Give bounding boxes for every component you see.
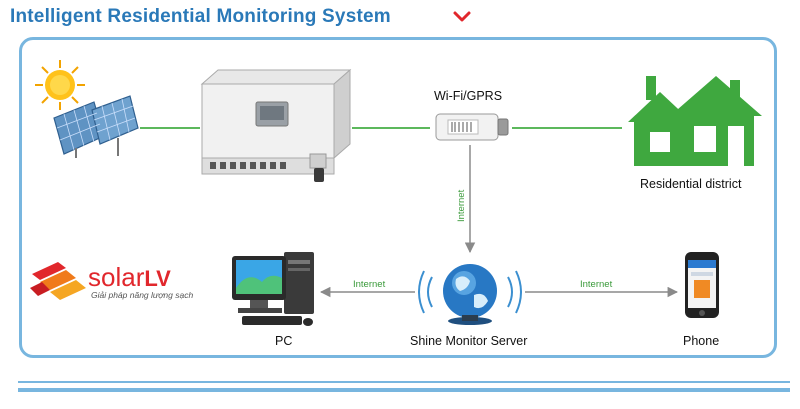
solarlv-logo-icon <box>30 262 86 300</box>
wifi-module-icon <box>435 113 509 141</box>
diagram-frame <box>19 37 777 358</box>
server-label: Shine Monitor Server <box>410 334 528 348</box>
inverter-icon <box>200 68 352 182</box>
phone-icon <box>685 252 719 318</box>
pc-icon <box>232 252 314 326</box>
solar-panel-icon <box>35 60 139 158</box>
house-icon <box>628 76 762 166</box>
phone-label: Phone <box>683 334 720 348</box>
solarlv-logo[interactable]: solarLV <box>88 262 171 293</box>
chevron-down-icon[interactable] <box>452 8 472 24</box>
residential-label: Residential district <box>640 177 742 191</box>
internet-left-label: Internet <box>353 279 386 290</box>
logo-solar-text: solar <box>88 262 145 292</box>
divider-line <box>18 388 790 392</box>
logo-tagline: Giải pháp năng lượng sạch <box>91 290 194 300</box>
page-title: Intelligent Residential Monitoring Syste… <box>10 6 391 27</box>
internet-vertical-label: Internet <box>456 189 467 222</box>
globe-server-icon <box>418 264 522 325</box>
internet-right-label: Internet <box>580 279 613 290</box>
wifi-gprs-label: Wi-Fi/GPRS <box>434 89 503 103</box>
pc-label: PC <box>275 334 293 348</box>
divider-line <box>18 381 790 383</box>
logo-lv-text: LV <box>144 266 171 291</box>
